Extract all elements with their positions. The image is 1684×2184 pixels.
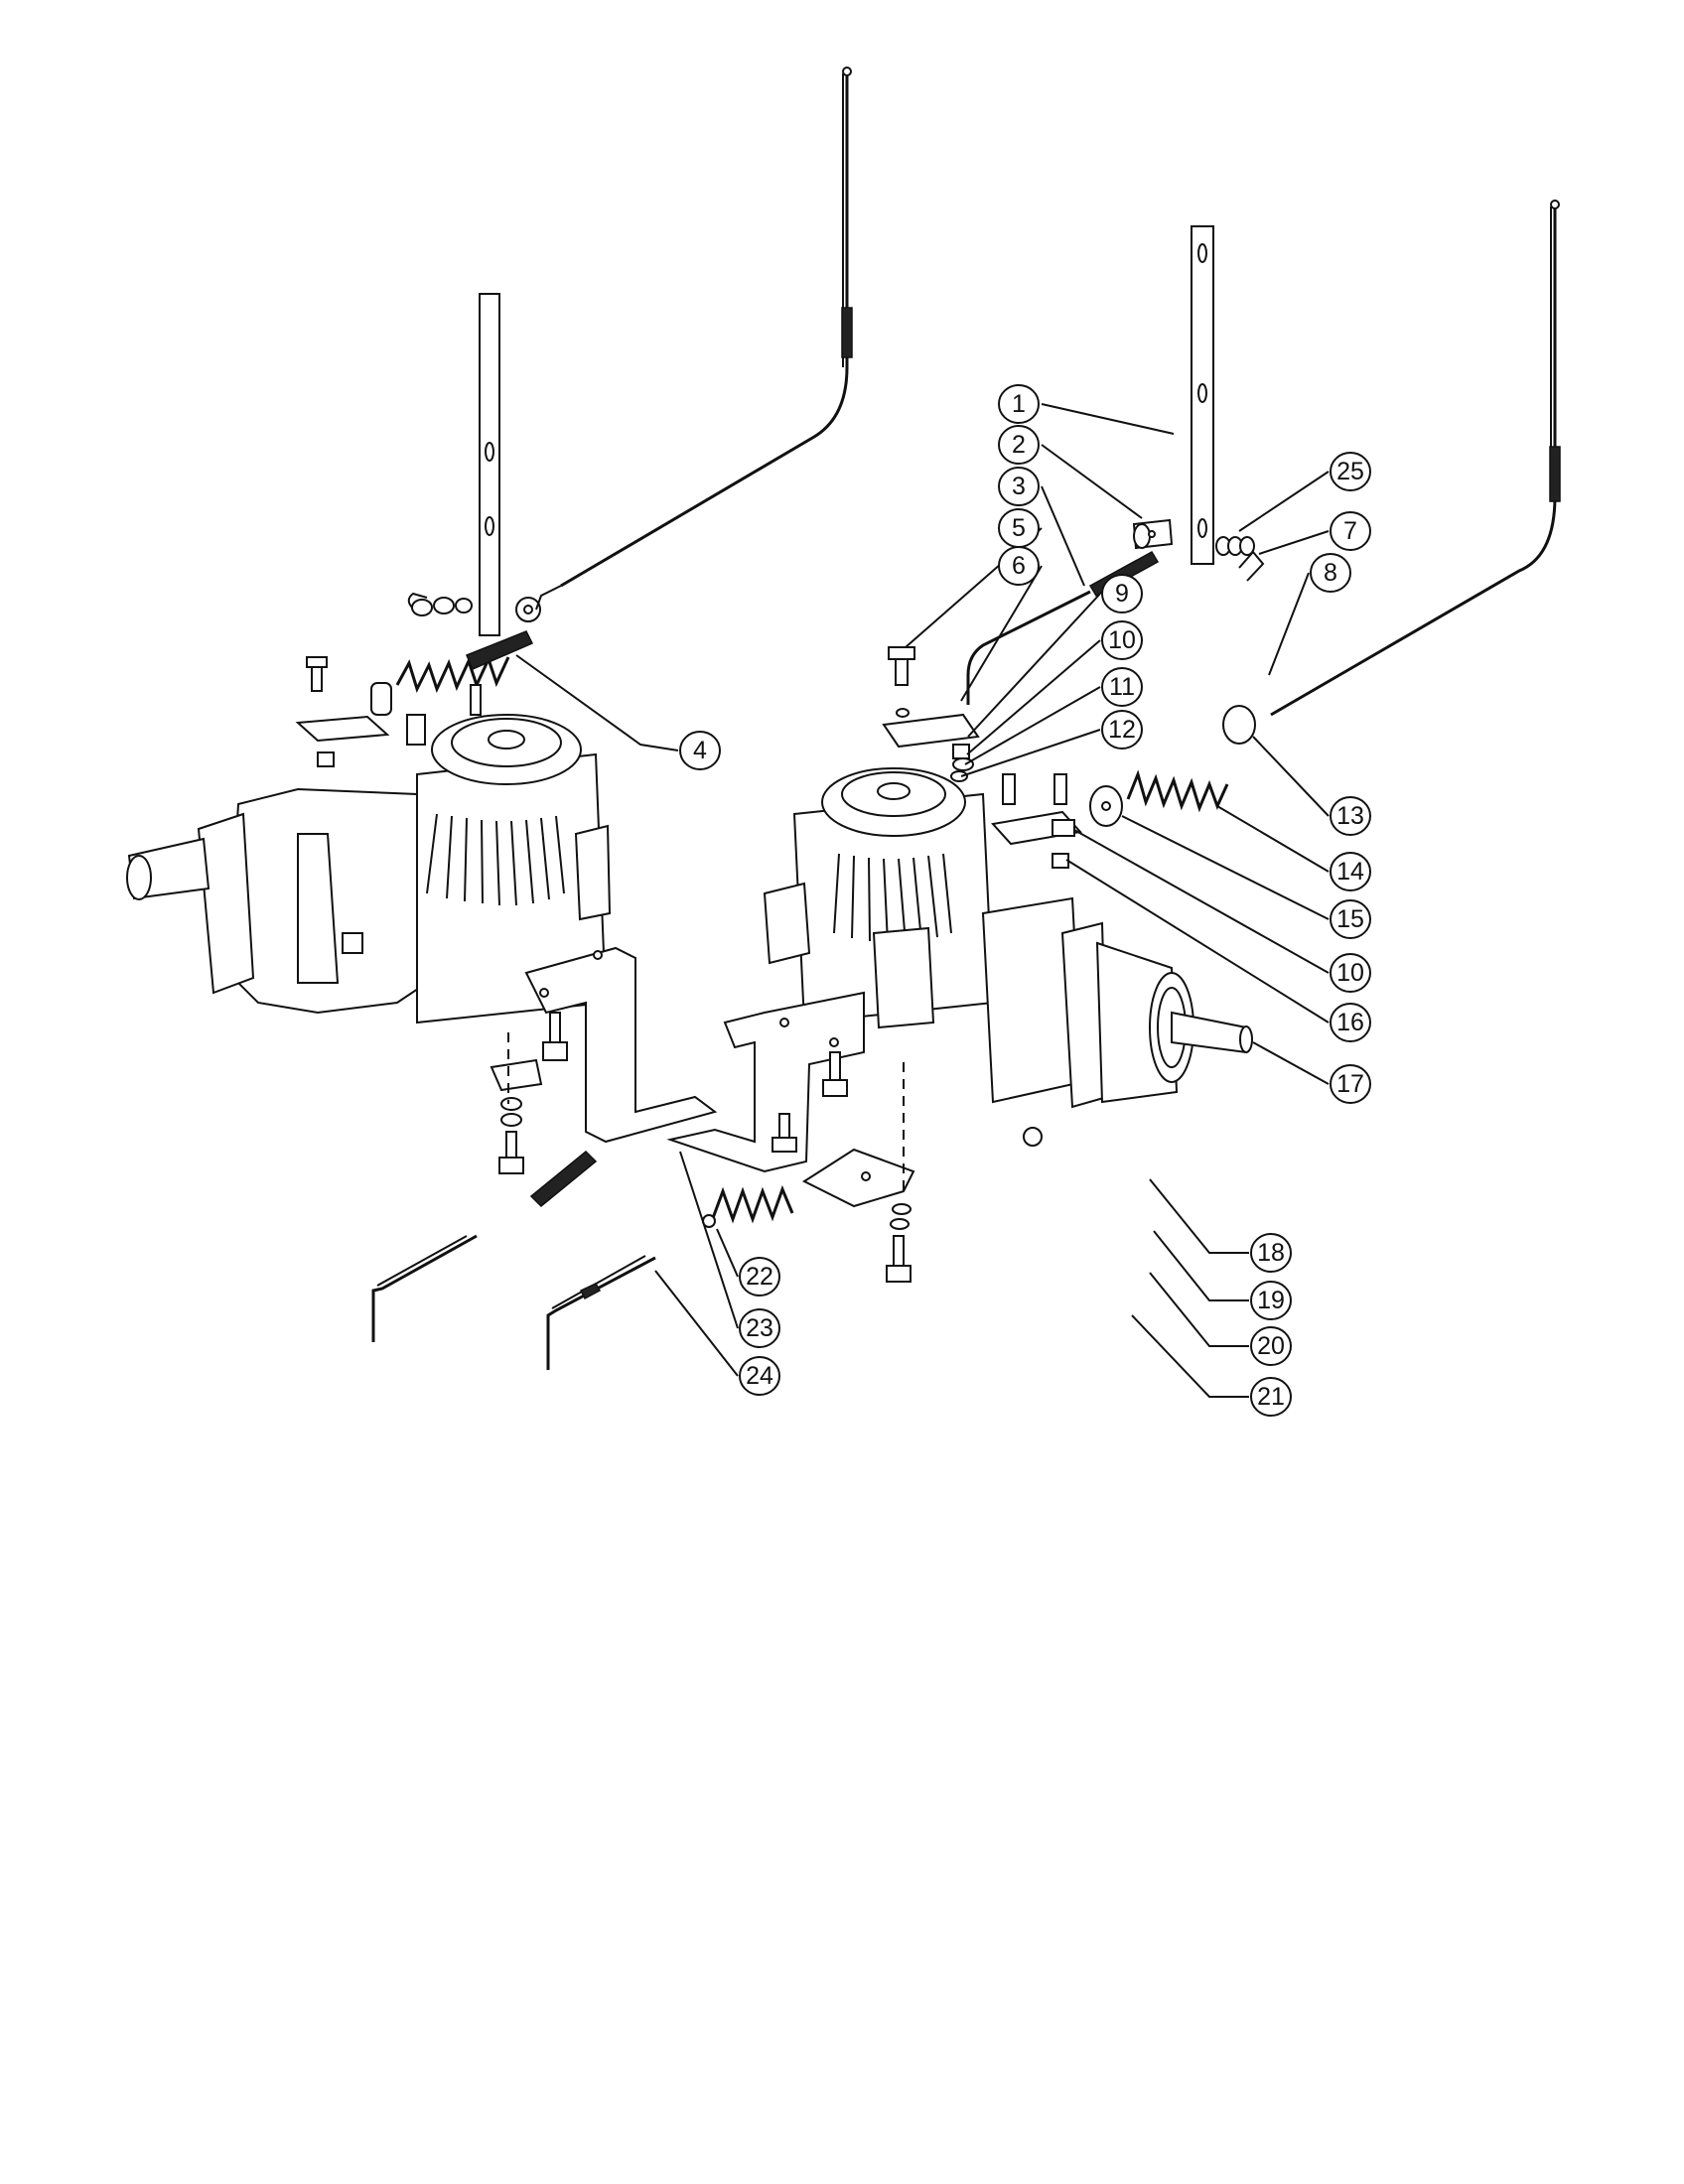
callout-6: 6 — [998, 546, 1040, 586]
left-clamp-hardware — [295, 656, 482, 767]
left-control-rod — [535, 67, 853, 611]
right-control-rod — [1270, 200, 1561, 717]
callout-14-label: 14 — [1336, 858, 1364, 886]
callout-14: 14 — [1330, 852, 1371, 891]
right-pivot-hardware — [1132, 518, 1265, 582]
right-transmission — [763, 767, 1253, 1147]
callout-7: 7 — [1330, 511, 1371, 551]
callout-12: 12 — [1101, 710, 1143, 750]
callout-17: 17 — [1330, 1064, 1371, 1104]
callout-7-label: 7 — [1343, 517, 1357, 545]
callout-4-label: 4 — [693, 737, 707, 764]
callout-13: 13 — [1330, 796, 1371, 836]
callout-13-label: 13 — [1336, 802, 1364, 830]
left-transmission — [126, 714, 612, 1024]
callout-1: 1 — [998, 384, 1040, 424]
left-bracket — [524, 946, 718, 1144]
callout-23: 23 — [739, 1308, 780, 1348]
callout-11: 11 — [1101, 667, 1143, 707]
callout-3: 3 — [998, 467, 1040, 506]
left-lower-hardware — [490, 1012, 598, 1208]
callout-12-label: 12 — [1108, 716, 1136, 744]
callout-21: 21 — [1250, 1377, 1292, 1417]
callout-10-top: 10 — [1101, 620, 1143, 660]
callout-24-label: 24 — [746, 1362, 773, 1390]
callout-4: 4 — [679, 731, 721, 770]
callout-15-label: 15 — [1336, 905, 1364, 933]
callout-25-label: 25 — [1336, 458, 1364, 485]
callout-19-label: 19 — [1257, 1287, 1285, 1314]
callout-2: 2 — [998, 425, 1040, 465]
callout-10-top-label: 10 — [1108, 626, 1136, 654]
left-control-arm — [479, 293, 541, 636]
right-lower-hardware — [702, 1051, 915, 1283]
callout-2-label: 2 — [1012, 431, 1026, 459]
callout-3-label: 3 — [1012, 473, 1026, 500]
left-assembly — [126, 67, 853, 1342]
callout-16: 16 — [1330, 1003, 1371, 1042]
callout-21-label: 21 — [1257, 1383, 1285, 1411]
callout-25: 25 — [1330, 452, 1371, 491]
callout-18: 18 — [1250, 1233, 1292, 1273]
leader-lines — [515, 403, 1330, 1398]
right-assembly — [546, 200, 1561, 1370]
callout-1-label: 1 — [1012, 390, 1026, 418]
callout-10-bottom: 10 — [1330, 953, 1371, 993]
callout-16-label: 16 — [1336, 1009, 1364, 1036]
callout-15: 15 — [1330, 899, 1371, 939]
callout-8: 8 — [1310, 553, 1351, 593]
callout-19: 19 — [1250, 1281, 1292, 1320]
callout-11-label: 11 — [1109, 673, 1135, 701]
right-top-hardware — [882, 646, 980, 782]
left-arm-hardware — [407, 592, 473, 616]
callout-22: 22 — [739, 1257, 780, 1297]
left-l-rod — [371, 1234, 478, 1342]
callout-5: 5 — [998, 508, 1040, 548]
callout-22-label: 22 — [746, 1263, 773, 1291]
callout-6-label: 6 — [1012, 552, 1026, 580]
callout-17-label: 17 — [1336, 1070, 1364, 1098]
callout-18-label: 18 — [1257, 1239, 1285, 1267]
callout-10-bottom-label: 10 — [1336, 959, 1364, 987]
callout-20-label: 20 — [1257, 1332, 1285, 1360]
right-side-hardware — [991, 705, 1256, 869]
callout-9: 9 — [1101, 574, 1143, 614]
callout-9-label: 9 — [1115, 580, 1129, 608]
callout-5-label: 5 — [1012, 514, 1026, 542]
callout-24: 24 — [739, 1356, 780, 1396]
callouts: 1 2 3 4 5 6 7 8 9 10 11 12 13 14 15 10 1… — [679, 384, 1371, 1417]
callout-8-label: 8 — [1324, 559, 1337, 587]
callout-20: 20 — [1250, 1326, 1292, 1366]
left-spring — [395, 630, 534, 694]
right-control-arm — [1191, 225, 1214, 565]
callout-23-label: 23 — [746, 1314, 773, 1342]
right-l-rod — [546, 1255, 656, 1370]
right-bracket — [666, 991, 865, 1173]
